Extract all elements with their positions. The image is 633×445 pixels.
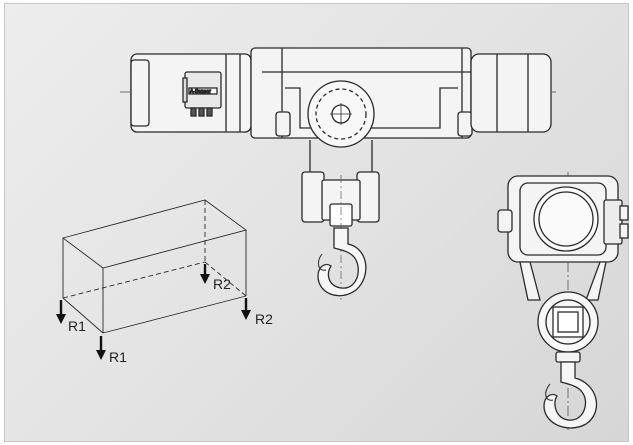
force-arrows (56, 264, 251, 360)
load-box (61, 199, 248, 334)
label-r1-left: R1 (68, 318, 86, 334)
hook-end (543, 361, 598, 429)
label-r1-bottom: R1 (109, 349, 127, 365)
hook-side (317, 227, 367, 297)
label-r2-inner: R2 (213, 276, 231, 292)
hook-block-left (301, 171, 325, 223)
hoist-side-view: A-Sensor (120, 47, 556, 300)
control-box: A-Sensor (182, 71, 222, 117)
label-r2-right: R2 (255, 311, 273, 327)
hoist-end-view (497, 172, 629, 430)
control-box-badge: A-Sensor (190, 89, 211, 95)
drum-right-body (470, 53, 552, 133)
